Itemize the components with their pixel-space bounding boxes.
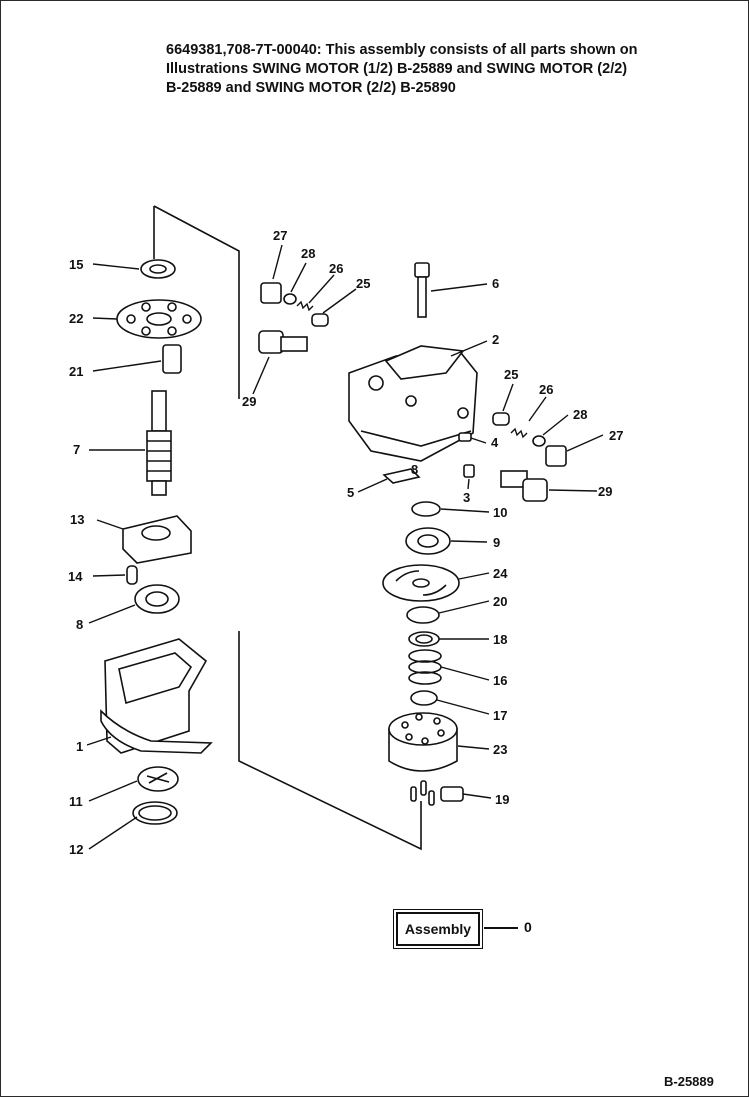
part-7-shaft xyxy=(146,390,172,496)
description-line-2: Illustrations SWING MOTOR (1/2) B-25889 … xyxy=(166,61,628,77)
callout-24: 24 xyxy=(493,566,508,581)
callout-10: 10 xyxy=(493,505,507,520)
part-26-spring-right xyxy=(510,427,528,439)
part-4-pin xyxy=(458,432,472,442)
part-23-cylinder-block xyxy=(388,712,458,772)
callout-23: 23 xyxy=(493,742,507,757)
part-27-plug xyxy=(260,282,282,304)
callout-27-right: 27 xyxy=(609,428,623,443)
callout-22: 22 xyxy=(69,311,83,326)
illustration-code: B-25889 xyxy=(664,1074,714,1089)
callout-5: 5 xyxy=(347,485,354,500)
part-9-bearing xyxy=(405,527,451,555)
callout-18: 18 xyxy=(493,632,507,647)
callout-25-right: 25 xyxy=(504,367,518,382)
assembly-label-box: Assembly xyxy=(396,912,480,946)
part-8-bearing xyxy=(134,584,180,614)
assembly-leader-line xyxy=(484,927,518,929)
part-15-bearing xyxy=(140,259,176,279)
callout-7: 7 xyxy=(73,442,80,457)
part-6-bolt xyxy=(414,262,430,318)
callout-leader-lines xyxy=(86,244,604,850)
part-25-poppet-right xyxy=(492,412,510,426)
part-27-plug-right xyxy=(545,445,567,467)
description-line-1: 6649381,708-7T-00040: This assembly cons… xyxy=(166,42,638,58)
part-5-gasket xyxy=(382,468,421,484)
part-14-pin xyxy=(126,565,138,585)
part-19-pins xyxy=(410,780,464,806)
part-3-plug xyxy=(463,464,475,478)
callout-28-right: 28 xyxy=(573,407,587,422)
callout-4: 4 xyxy=(491,435,499,450)
part-16-spring xyxy=(408,649,442,685)
callout-26-right: 26 xyxy=(539,382,553,397)
part-11-ring xyxy=(137,766,179,792)
part-24-valve-plate xyxy=(382,564,460,602)
part-2-valve-body xyxy=(348,345,478,462)
callout-11: 11 xyxy=(69,794,83,809)
callout-25-top: 25 xyxy=(356,276,370,291)
callout-13: 13 xyxy=(70,512,84,527)
callout-9: 9 xyxy=(493,535,500,550)
part-17-ring xyxy=(410,690,438,706)
part-13-cam xyxy=(122,515,192,564)
part-10-ring xyxy=(411,501,441,517)
callout-29-right: 29 xyxy=(598,484,612,499)
callout-29-left: 29 xyxy=(242,394,256,409)
callout-12: 12 xyxy=(69,842,83,857)
part-1-housing xyxy=(100,638,213,754)
assembly-description: 6649381,708-7T-00040: This assembly cons… xyxy=(166,41,706,98)
grouping-bracket xyxy=(153,205,422,851)
part-21-spacer xyxy=(162,344,182,374)
part-29-relief-valve-right xyxy=(500,470,548,502)
callout-21: 21 xyxy=(69,364,83,379)
assembly-number: 0 xyxy=(524,919,532,935)
callout-20: 20 xyxy=(493,594,507,609)
part-22-plate xyxy=(116,299,202,339)
part-25-poppet xyxy=(311,313,329,327)
callout-2: 2 xyxy=(492,332,499,347)
callout-15: 15 xyxy=(69,257,83,272)
callout-14: 14 xyxy=(68,569,83,584)
description-line-3: B-25889 and SWING MOTOR (2/2) B-25890 xyxy=(166,80,456,96)
callout-3: 3 xyxy=(463,490,470,505)
callout-16: 16 xyxy=(493,673,507,688)
part-28-oring xyxy=(283,293,297,305)
part-18-washer xyxy=(408,631,440,647)
callout-labels: 15 22 21 7 13 14 8 1 11 12 27 28 26 25 6… xyxy=(68,228,623,857)
callout-17: 17 xyxy=(493,708,507,723)
callout-26-top: 26 xyxy=(329,261,343,276)
callout-8-mark: 8 xyxy=(411,462,418,477)
part-29-relief-valve xyxy=(258,330,308,354)
part-12-snap-ring xyxy=(132,801,178,825)
part-28-oring-right xyxy=(532,435,546,447)
part-26-spring xyxy=(296,300,314,312)
callout-28-top: 28 xyxy=(301,246,315,261)
callout-1: 1 xyxy=(76,739,83,754)
callout-8: 8 xyxy=(76,617,83,632)
callout-6: 6 xyxy=(492,276,499,291)
callout-19: 19 xyxy=(495,792,509,807)
part-20-ring xyxy=(406,606,440,624)
callout-27-top: 27 xyxy=(273,228,287,243)
assembly-label: Assembly xyxy=(404,921,472,937)
